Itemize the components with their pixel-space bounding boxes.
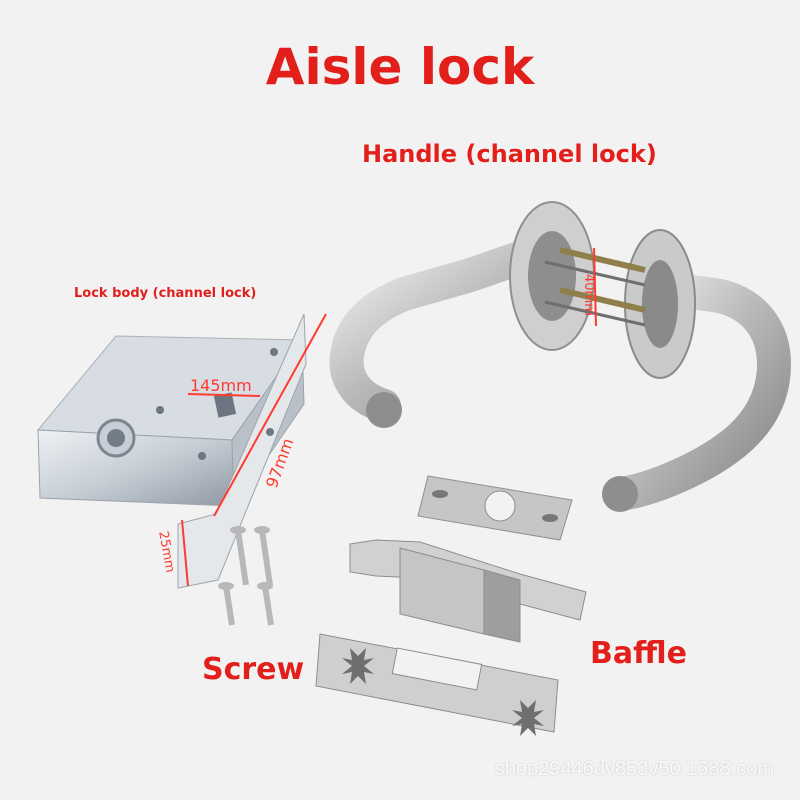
screws bbox=[218, 526, 274, 626]
dimension-lines bbox=[181, 247, 597, 587]
watermark: shop29446dv853v50.1688.com bbox=[494, 758, 774, 780]
baffle-label: Baffle bbox=[590, 636, 687, 671]
faceplate bbox=[315, 633, 559, 736]
lock-body bbox=[36, 313, 307, 589]
baffle-box bbox=[349, 539, 587, 643]
screw-label: Screw bbox=[202, 652, 305, 687]
dimension-145mm: 145mm bbox=[190, 376, 252, 395]
strike-plate bbox=[417, 475, 573, 541]
rosette bbox=[509, 201, 696, 379]
handle-label: Handle (channel lock) bbox=[362, 140, 657, 168]
lock-body-label: Lock body (channel lock) bbox=[74, 286, 257, 301]
page-title: Aisle lock bbox=[265, 38, 535, 96]
dimension-40mm: 40mm bbox=[581, 274, 596, 316]
